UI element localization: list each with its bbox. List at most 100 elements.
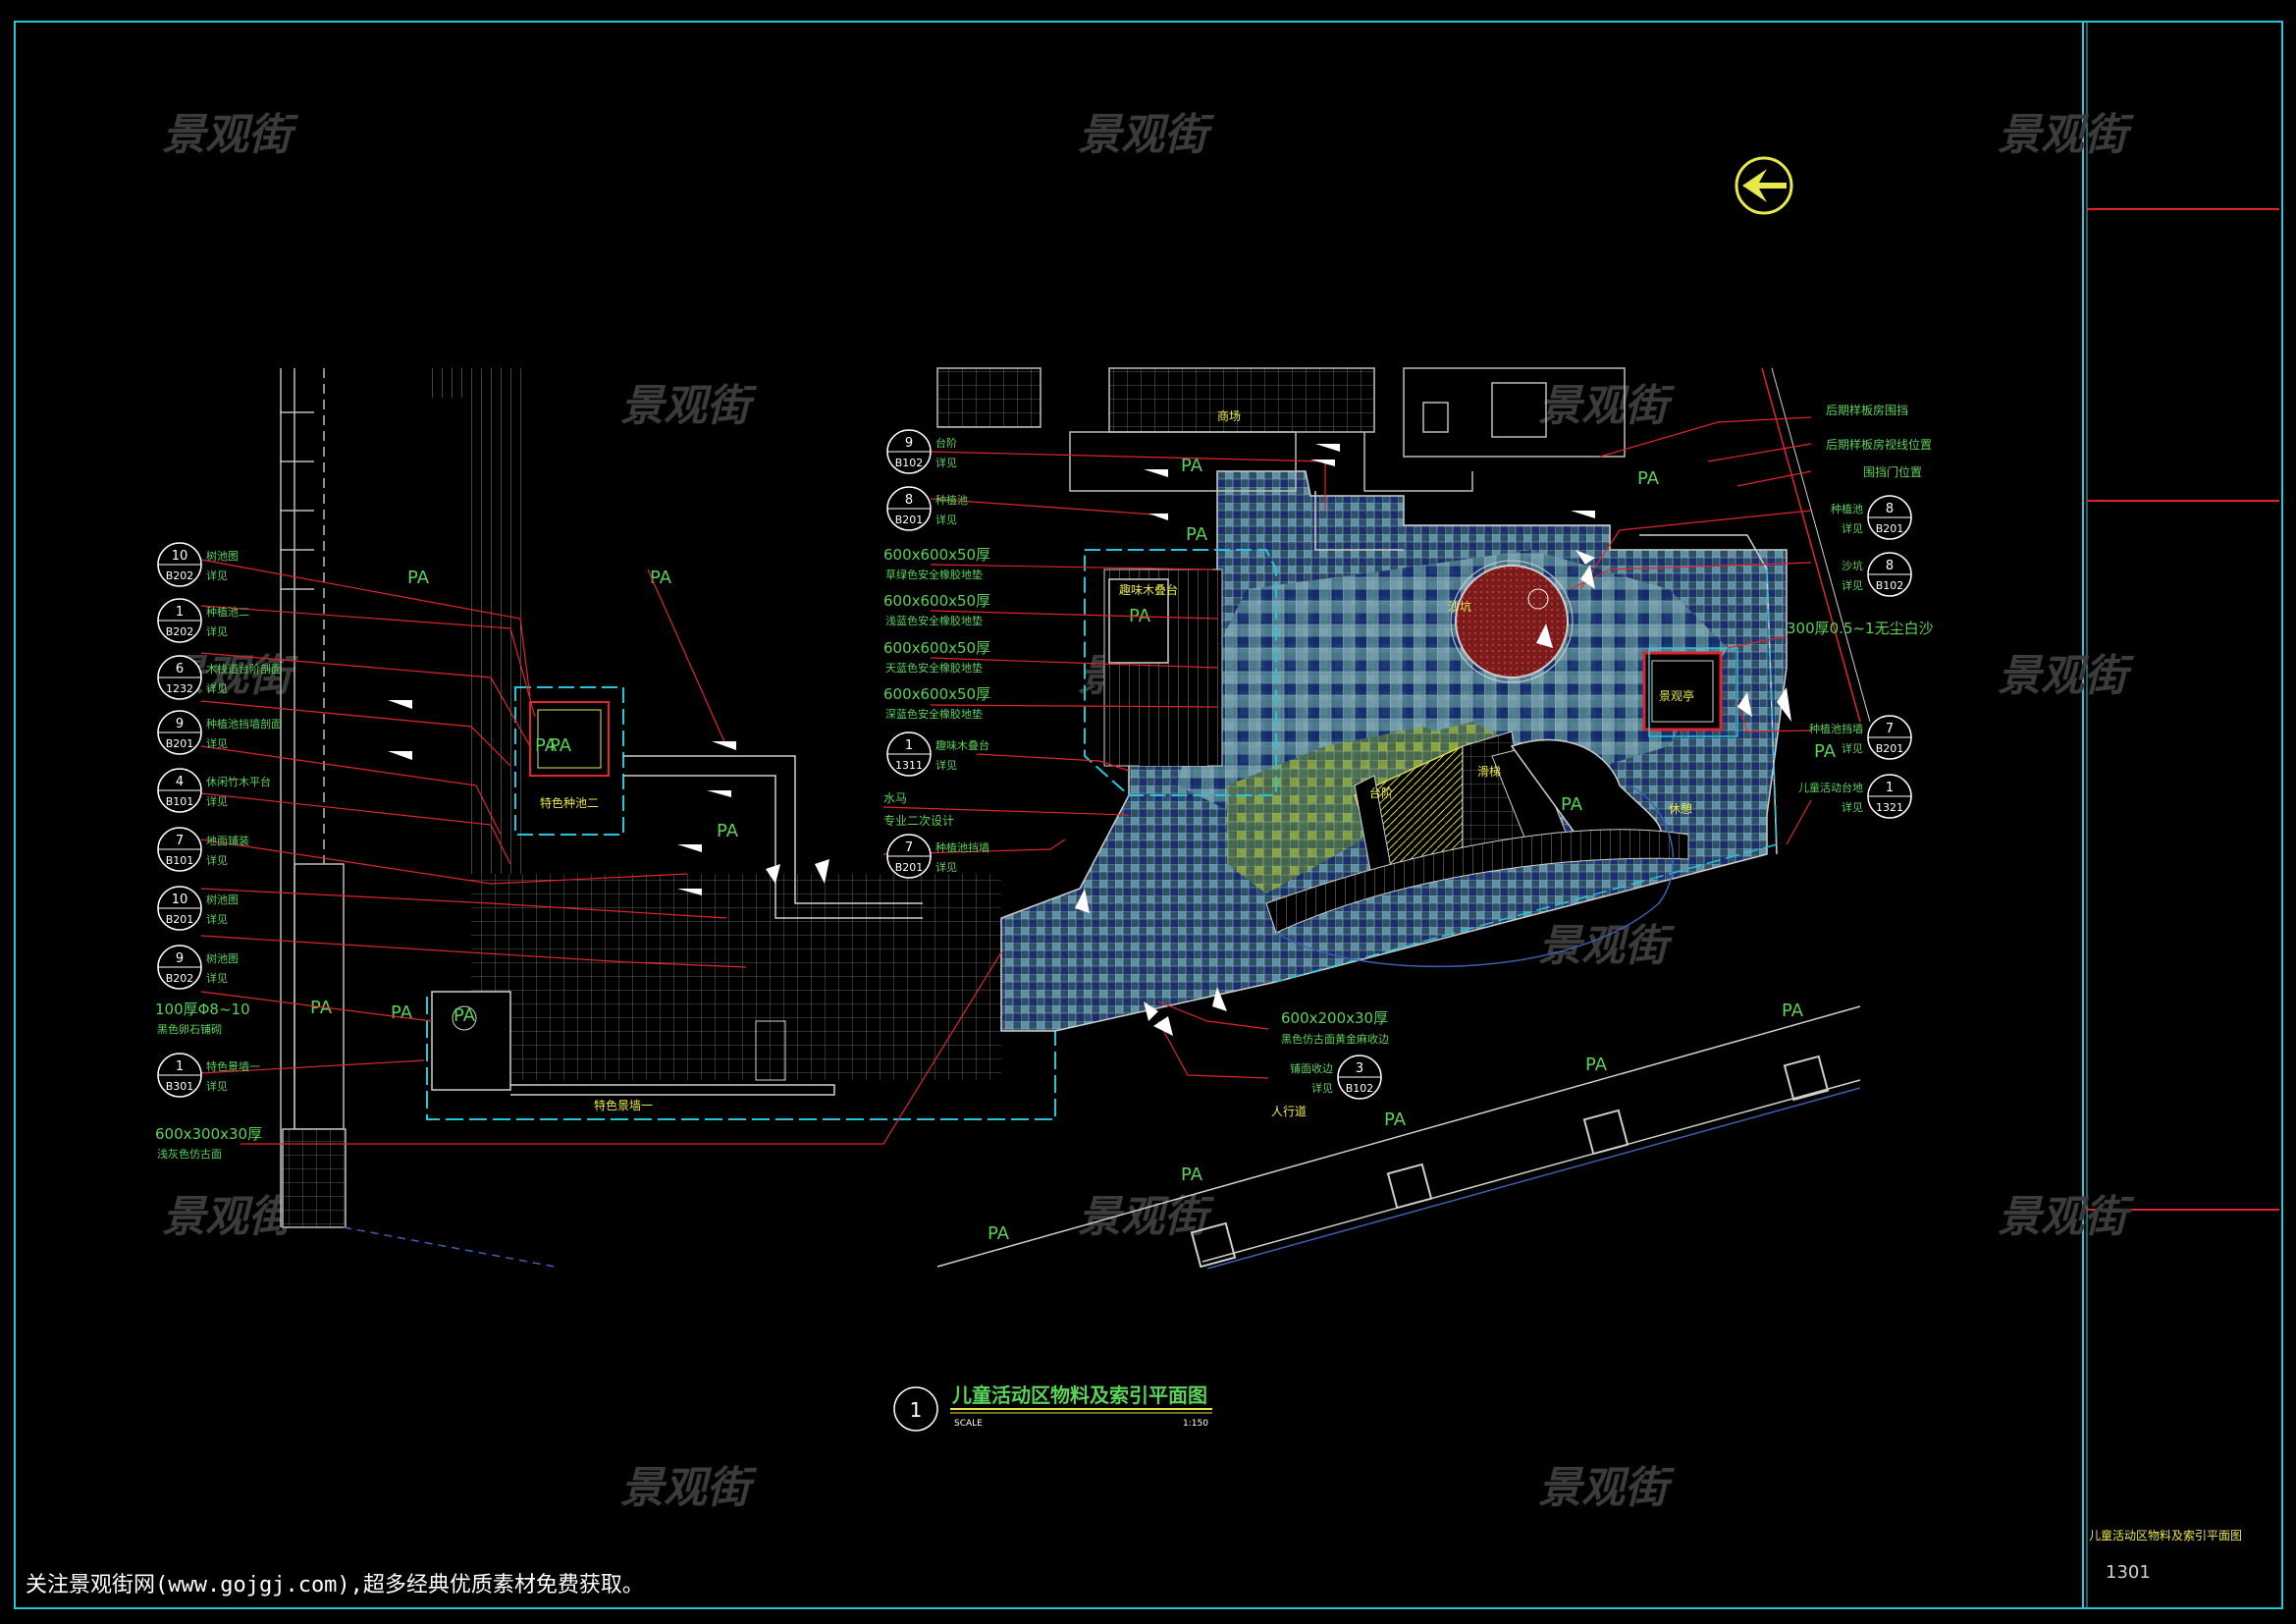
building-edge: [280, 368, 347, 1228]
plan-annotations: 特色种池二 特色景墙一 趣味木叠台 沙坑 景观亭 人行道 商场 台阶 滑梯 休憩: [540, 408, 1694, 1118]
callout-sheet: B102: [1876, 579, 1904, 592]
flag-markers: [388, 444, 1791, 1036]
pa-label: PA: [1561, 794, 1583, 815]
right-callouts: 8B201种植池详见8B102沙坑详见7B201种植池挡墙详见11321儿童活动…: [1798, 495, 1912, 819]
callout-number: 6: [176, 662, 184, 677]
bottom-material-note: 600x200x30厚 黑色仿古面黄金麻收边: [1281, 1009, 1389, 1046]
callout-sub: 详见: [206, 568, 228, 582]
watermark: 景观街: [1078, 110, 1215, 160]
material-spec: 600x600x50厚: [883, 546, 990, 564]
callout-sub: 详见: [206, 853, 228, 867]
pa-label: PA: [1181, 1164, 1203, 1185]
callout-sub: 详见: [1842, 741, 1863, 755]
callout-sheet: B102: [1346, 1082, 1374, 1095]
material-spec: 100厚Φ8~10: [155, 1001, 250, 1018]
entrance-label: 商场: [1217, 408, 1241, 423]
pa-label: PA: [407, 568, 430, 588]
callout-sub: 详见: [1311, 1081, 1333, 1095]
right-notes: 后期样板房围挡 后期样板房视线位置 围挡门位置 300厚0.5~1无尘白沙: [1787, 403, 1934, 637]
callout-sub: 详见: [935, 513, 957, 526]
callout-sheet: 1321: [1876, 801, 1903, 814]
pa-label: PA: [1782, 1001, 1804, 1021]
sandpit-label: 沙坑: [1448, 599, 1471, 614]
callout-sheet: B301: [166, 1080, 194, 1093]
callout-number: 7: [176, 834, 184, 848]
callout-number: 3: [1356, 1061, 1363, 1076]
callout-sheet: B202: [166, 972, 194, 985]
road-edge: [343, 1226, 556, 1268]
center-callouts: 9B102台阶详见8B201种植池详见11311趣味木叠台详见7B201种植池挡…: [886, 429, 989, 879]
watermarks: 景观街 景观街 景观街 景观街 景观街 景观街 景观街 景观街 景观街 景观街 …: [162, 110, 2135, 1513]
callout-number: 8: [1886, 559, 1894, 573]
footer-note: 关注景观街网(www.gojgj.com),超多经典优质素材免费获取。: [26, 1573, 644, 1597]
callout-sub: 详见: [206, 912, 228, 926]
watermark: 景观街: [1538, 381, 1676, 431]
drawing-number-circle: [893, 1386, 938, 1432]
callout-sub: 详见: [206, 794, 228, 808]
callout-label: 树池图: [206, 893, 239, 906]
callout-label: 铺面收边: [1290, 1061, 1333, 1075]
callout-sheet: B201: [166, 737, 194, 750]
site-boundary: [1761, 367, 1861, 723]
pa-label: PA: [535, 735, 558, 756]
pa-label: PA: [1384, 1110, 1407, 1130]
planting-edge: [1314, 491, 1404, 551]
sheet-number: 1301: [2106, 1562, 2151, 1583]
callout-sheet: B201: [166, 913, 194, 926]
pa-label: PA: [1186, 524, 1208, 545]
callout-label: 地面铺装: [206, 835, 249, 847]
material-spec: 600x600x50厚: [883, 639, 990, 657]
pa-label: PA: [454, 1005, 476, 1026]
callout-sheet: B201: [1876, 522, 1904, 535]
callout-number: 1: [1886, 781, 1894, 795]
pa-label: PA: [550, 735, 572, 756]
callout-sheet: B201: [1876, 742, 1904, 755]
watermark: 景观街: [620, 1463, 758, 1513]
callout-sub: 详见: [206, 1079, 228, 1093]
feature-wall: [431, 991, 835, 1096]
callout-sub: 详见: [935, 758, 957, 772]
scale-value: 1:150: [1183, 1419, 1208, 1429]
callout-number: 7: [1886, 722, 1894, 736]
feature-wall-label: 特色景墙一: [594, 1098, 653, 1112]
street-edge: [936, 1005, 1861, 1270]
watermark: 景观街: [1078, 1192, 1215, 1242]
blue-curve: [1275, 785, 1675, 968]
material-spec: 600x600x50厚: [883, 685, 990, 703]
sheet-border: [14, 21, 2283, 1609]
site-boundary: [1771, 367, 1871, 723]
watermark: 景观街: [162, 110, 299, 160]
note: 后期样板房视线位置: [1826, 437, 1932, 452]
left-material-notes: 100厚Φ8~10 黑色卵石铺砌 600x300x30厚 浅灰色仿古面: [155, 1001, 262, 1161]
callout-number: 7: [905, 840, 913, 855]
callout-number: 4: [176, 775, 184, 789]
callout-label: 种植池挡墙: [1809, 722, 1863, 735]
wood-deck-label: 趣味木叠台: [1119, 582, 1178, 597]
drawing-title: 儿童活动区物料及索引平面图: [951, 1383, 1207, 1407]
pa-label: PA: [1637, 468, 1660, 489]
material-desc: 浅蓝色安全橡胶地垫: [885, 614, 983, 627]
callout-sheet: 1311: [895, 759, 923, 772]
rest-label: 休憩: [1669, 801, 1692, 816]
sheet-title: 儿童活动区物料及索引平面图: [2089, 1528, 2242, 1543]
planter-box: [514, 686, 624, 836]
callout-number: 9: [176, 951, 184, 966]
callout-number: 1: [176, 605, 184, 620]
callout-number: 1: [176, 1059, 184, 1074]
callout-sheet: B201: [895, 514, 924, 526]
pavilion: [1642, 647, 1738, 737]
material-desc: 黑色仿古面黄金麻收边: [1281, 1032, 1389, 1046]
feature-wall-label: 特色种池二: [540, 795, 599, 810]
